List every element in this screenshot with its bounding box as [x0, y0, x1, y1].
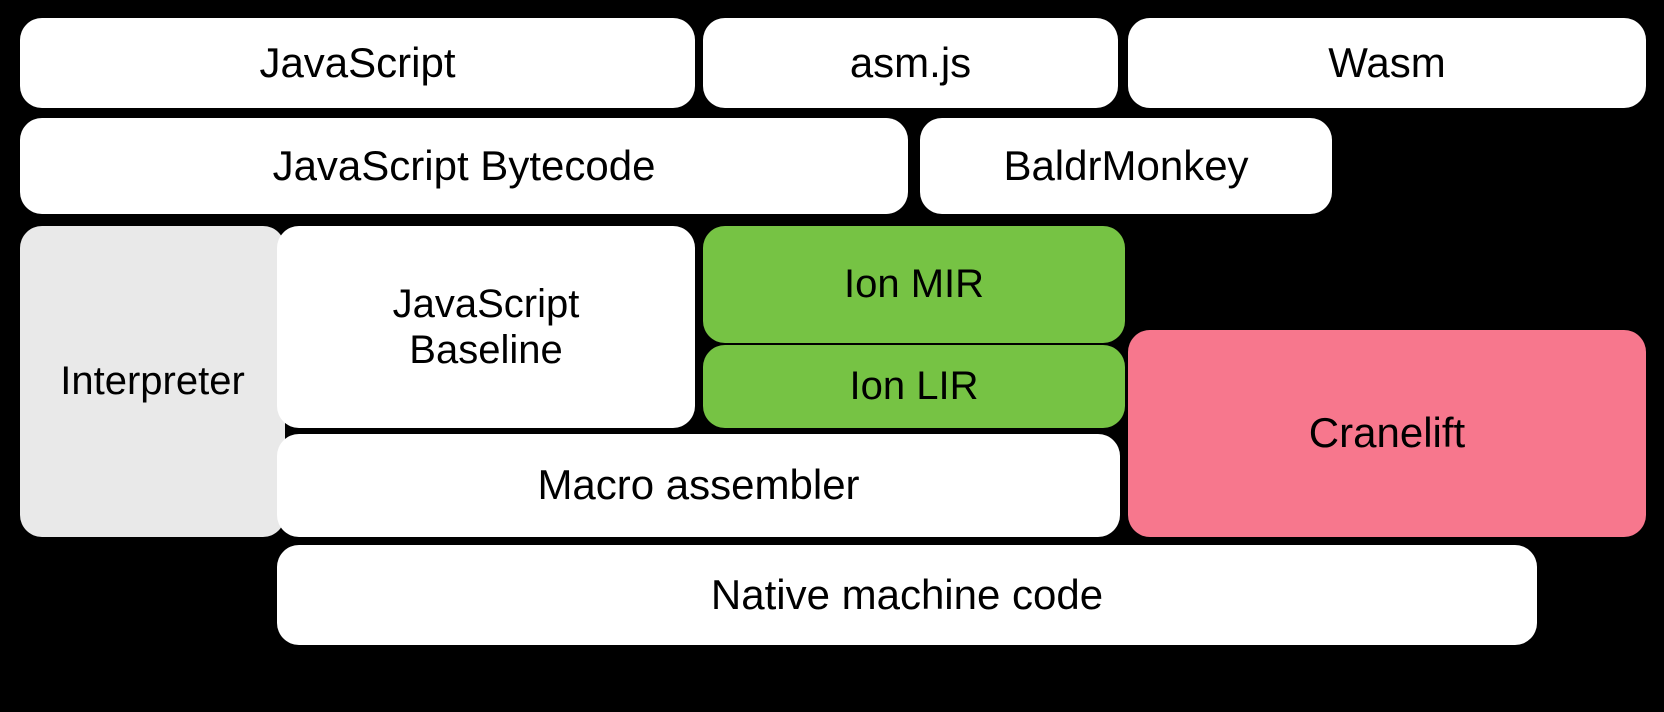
node-macro-assembler: Macro assembler	[277, 434, 1120, 537]
node-javascript-baseline: JavaScript Baseline	[277, 226, 695, 428]
node-asm-js: asm.js	[703, 18, 1118, 108]
node-ion-lir: Ion LIR	[703, 345, 1125, 428]
node-javascript-bytecode: JavaScript Bytecode	[20, 118, 908, 214]
node-native-machine-code: Native machine code	[277, 545, 1537, 645]
node-javascript: JavaScript	[20, 18, 695, 108]
node-interpreter: Interpreter	[20, 226, 285, 537]
node-ion-mir: Ion MIR	[703, 226, 1125, 343]
node-cranelift: Cranelift	[1128, 330, 1646, 537]
node-wasm: Wasm	[1128, 18, 1646, 108]
node-baldrmonkey: BaldrMonkey	[920, 118, 1332, 214]
